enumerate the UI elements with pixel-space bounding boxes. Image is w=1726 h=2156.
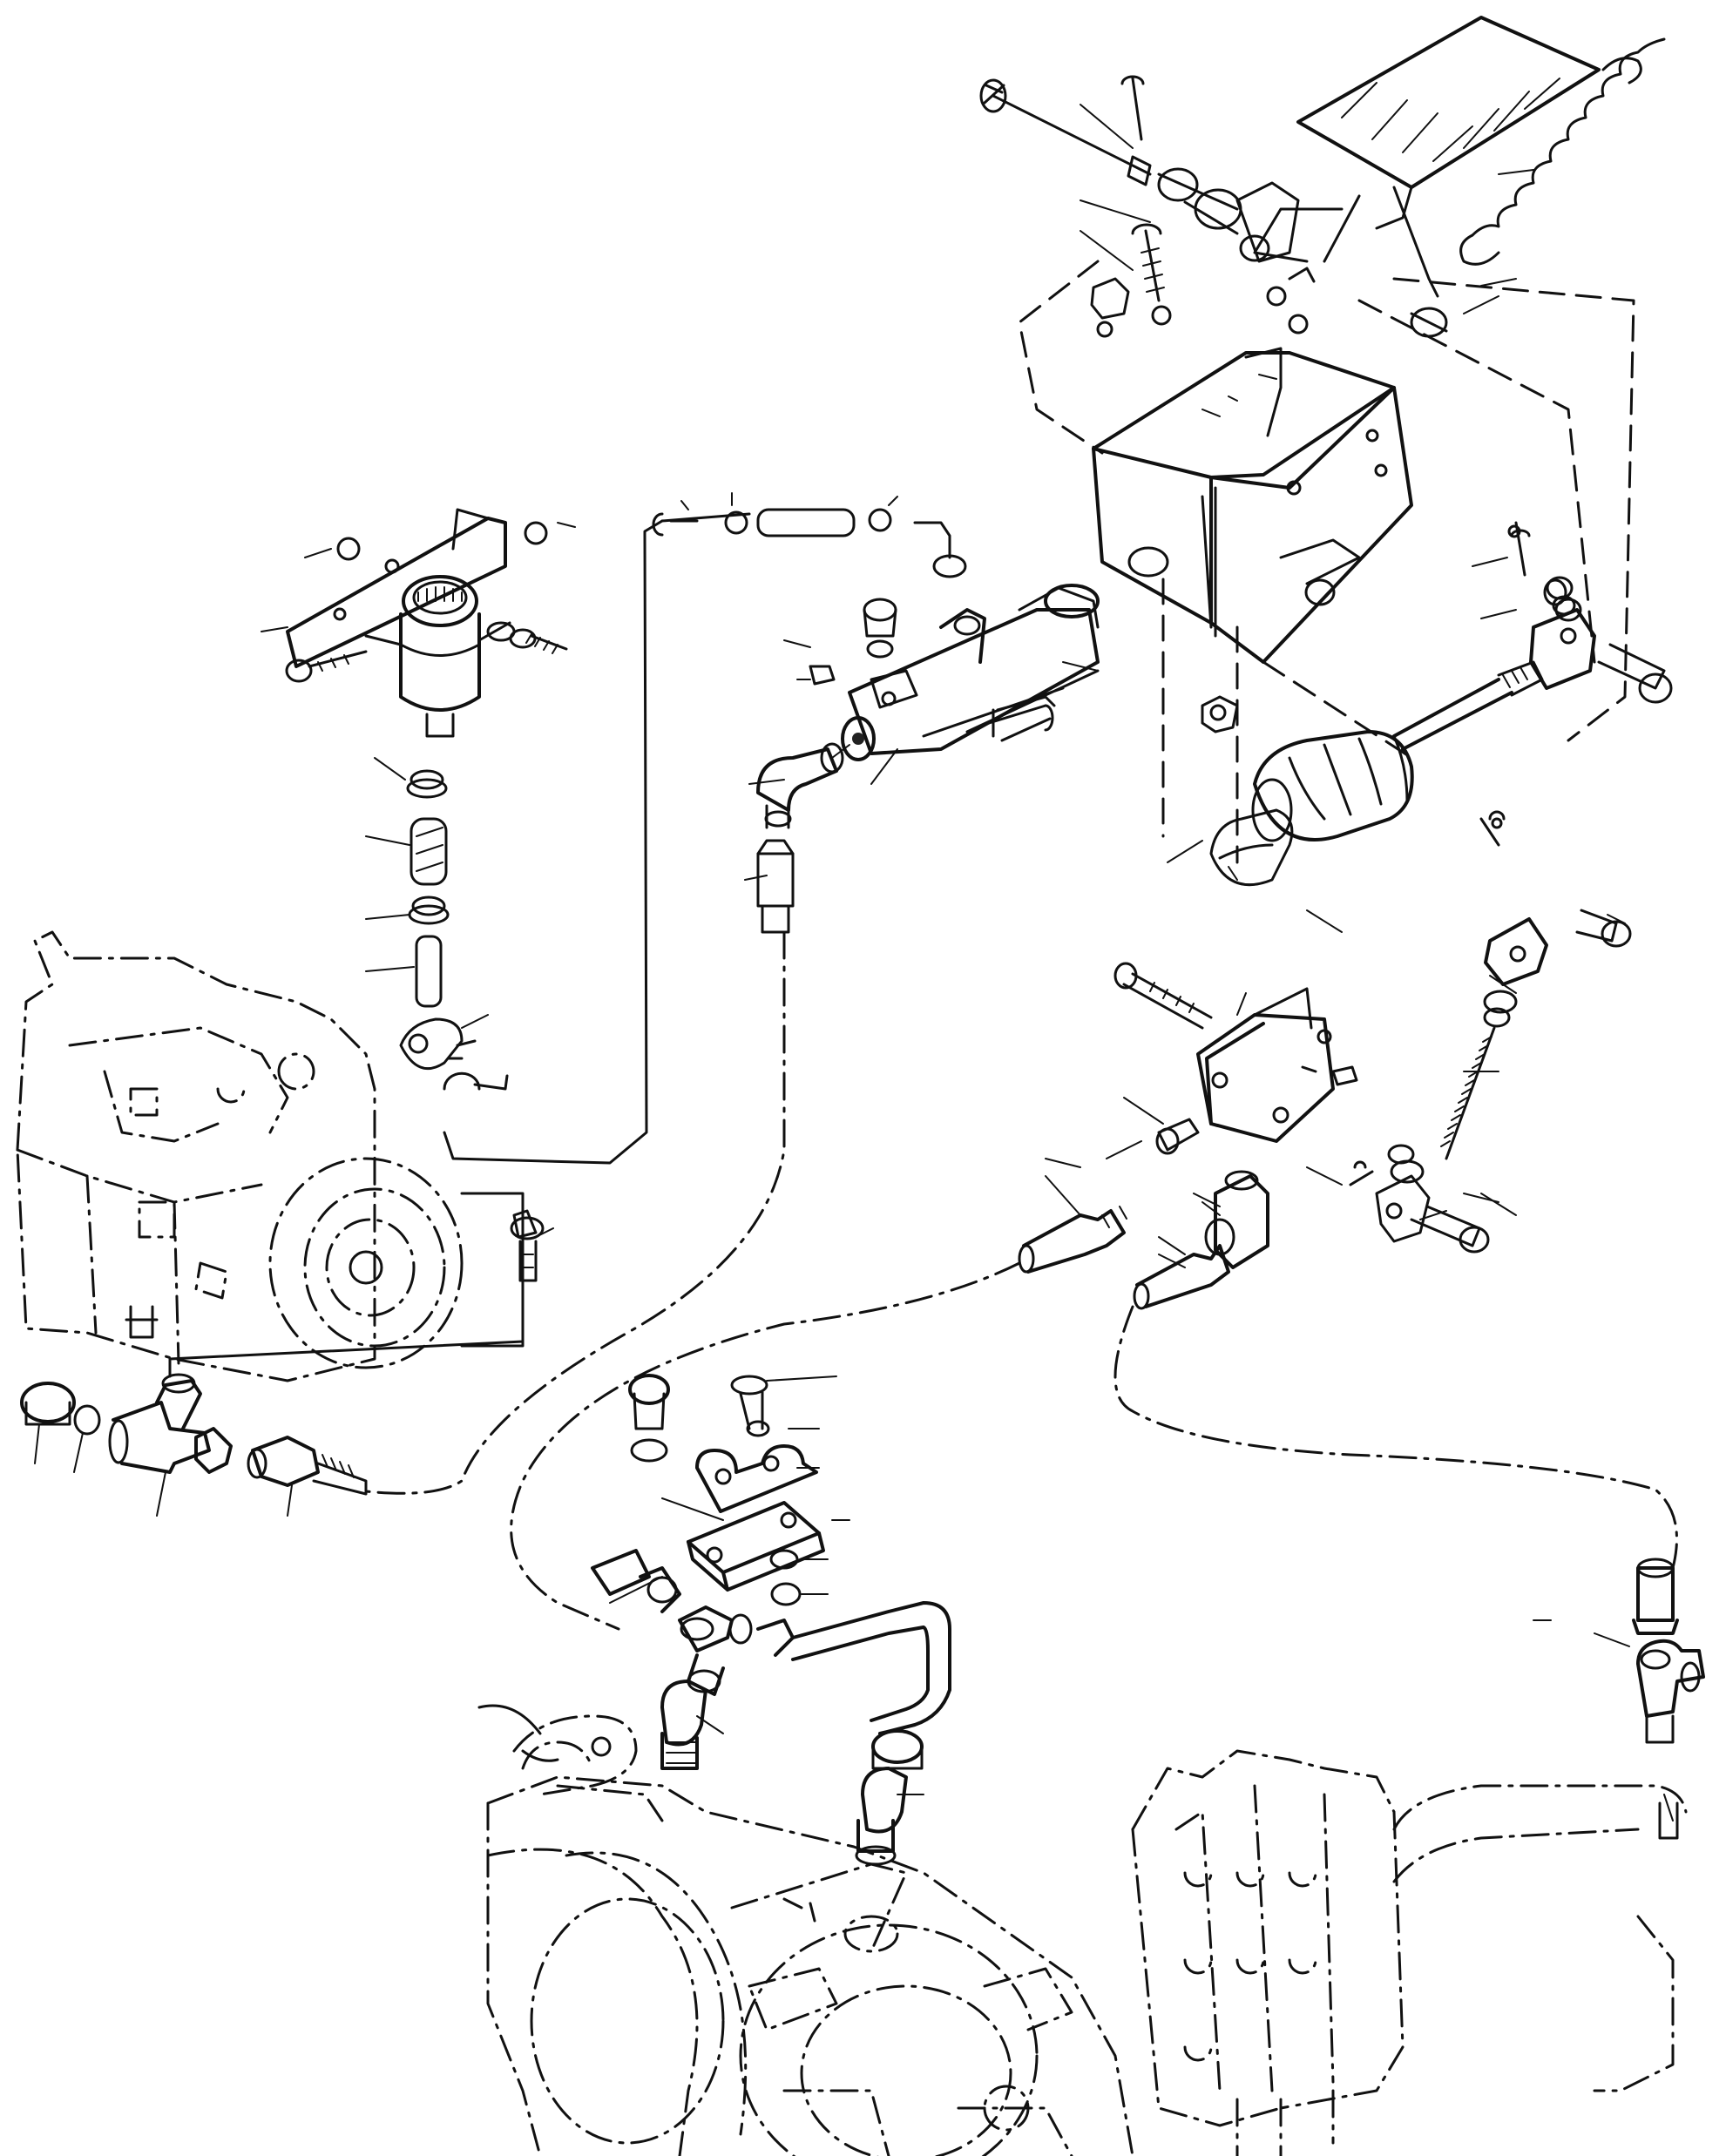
pump-mounting-arm: [477, 1704, 664, 1822]
master-cylinder: [841, 584, 1100, 785]
lower-clevis-and-spring: [1349, 810, 1632, 1254]
clevis-and-bolts: [1090, 181, 1316, 338]
dust-boot: [1167, 695, 1414, 887]
transmission-fittings: [168, 1209, 554, 1378]
tee-fitting: [20, 1373, 368, 1517]
master-cylinder-fittings: [783, 598, 1054, 742]
adjuster-rod: [1392, 521, 1673, 751]
pump-tee-fittings: [591, 1549, 951, 1866]
hydraulic-lines: [364, 930, 1678, 2092]
pressure-switch-block: [1106, 962, 1358, 1159]
reservoir-hose-parts: [365, 757, 509, 1091]
pedal-assembly-dashed-outline: [1018, 260, 1635, 864]
elbow-fitting-master: [744, 742, 850, 934]
misc-leader-lines: [1045, 909, 1552, 1621]
transmission: [16, 930, 525, 1382]
brake-pedal: [1253, 16, 1601, 298]
return-spring: [1459, 37, 1666, 266]
control-valve: [1131, 1749, 1688, 2156]
elbow-fitting-valve: [1594, 1558, 1705, 1840]
leader-lines-top: [1080, 104, 1534, 314]
pivot-bushings: [1157, 167, 1448, 338]
pedal-pivot-pin: [979, 75, 1152, 186]
hydraulic-pump: [486, 1775, 1134, 2156]
pedal-bracket-box: [1092, 347, 1413, 664]
clamp-plate: [609, 1374, 850, 1606]
inlet-hose-parts: [443, 492, 967, 1165]
switch-fittings: [1018, 1170, 1269, 1310]
fluid-reservoir: [285, 575, 568, 738]
